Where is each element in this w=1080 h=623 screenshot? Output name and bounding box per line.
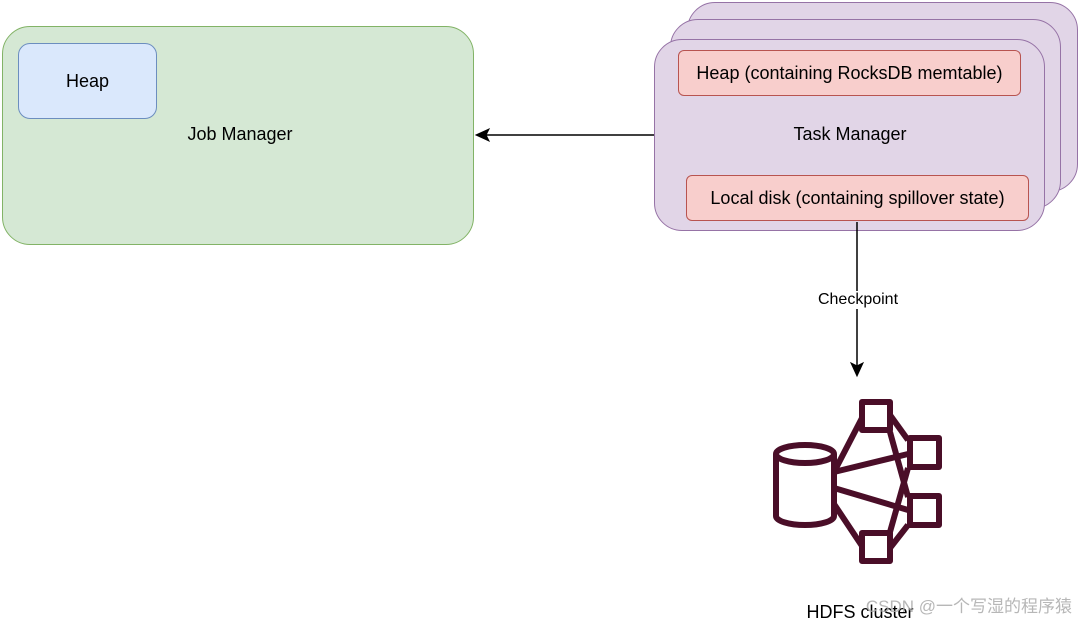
database-cylinder-body xyxy=(773,454,837,528)
node-top xyxy=(859,399,893,433)
task-manager-label: Task Manager xyxy=(793,124,907,144)
task-manager-disk-label: Local disk (containing spillover state) xyxy=(710,187,1005,208)
hdfs-cluster-label: HDFS cluster xyxy=(806,602,914,622)
task-to-job-arrow xyxy=(474,127,654,143)
checkpoint-label: Checkpoint xyxy=(798,291,918,309)
task-manager-heap-label: Heap (containing RocksDB memtable) xyxy=(696,62,1003,83)
node-lower-right xyxy=(907,493,942,528)
job-manager-heap-box: Heap xyxy=(18,43,157,119)
task-manager-disk-box: Local disk (containing spillover state) xyxy=(686,175,1029,221)
database-cylinder-top xyxy=(773,442,837,466)
hdfs-cluster-icon xyxy=(773,399,942,564)
task-manager-heap-box: Heap (containing RocksDB memtable) xyxy=(678,50,1021,96)
watermark: CSDN @一个写湿的程序猿 xyxy=(865,597,1072,616)
job-manager-heap-label: Heap xyxy=(65,70,110,91)
job-manager-label: Job Manager xyxy=(187,124,293,144)
node-upper-right xyxy=(907,435,942,470)
node-bottom xyxy=(859,530,893,564)
